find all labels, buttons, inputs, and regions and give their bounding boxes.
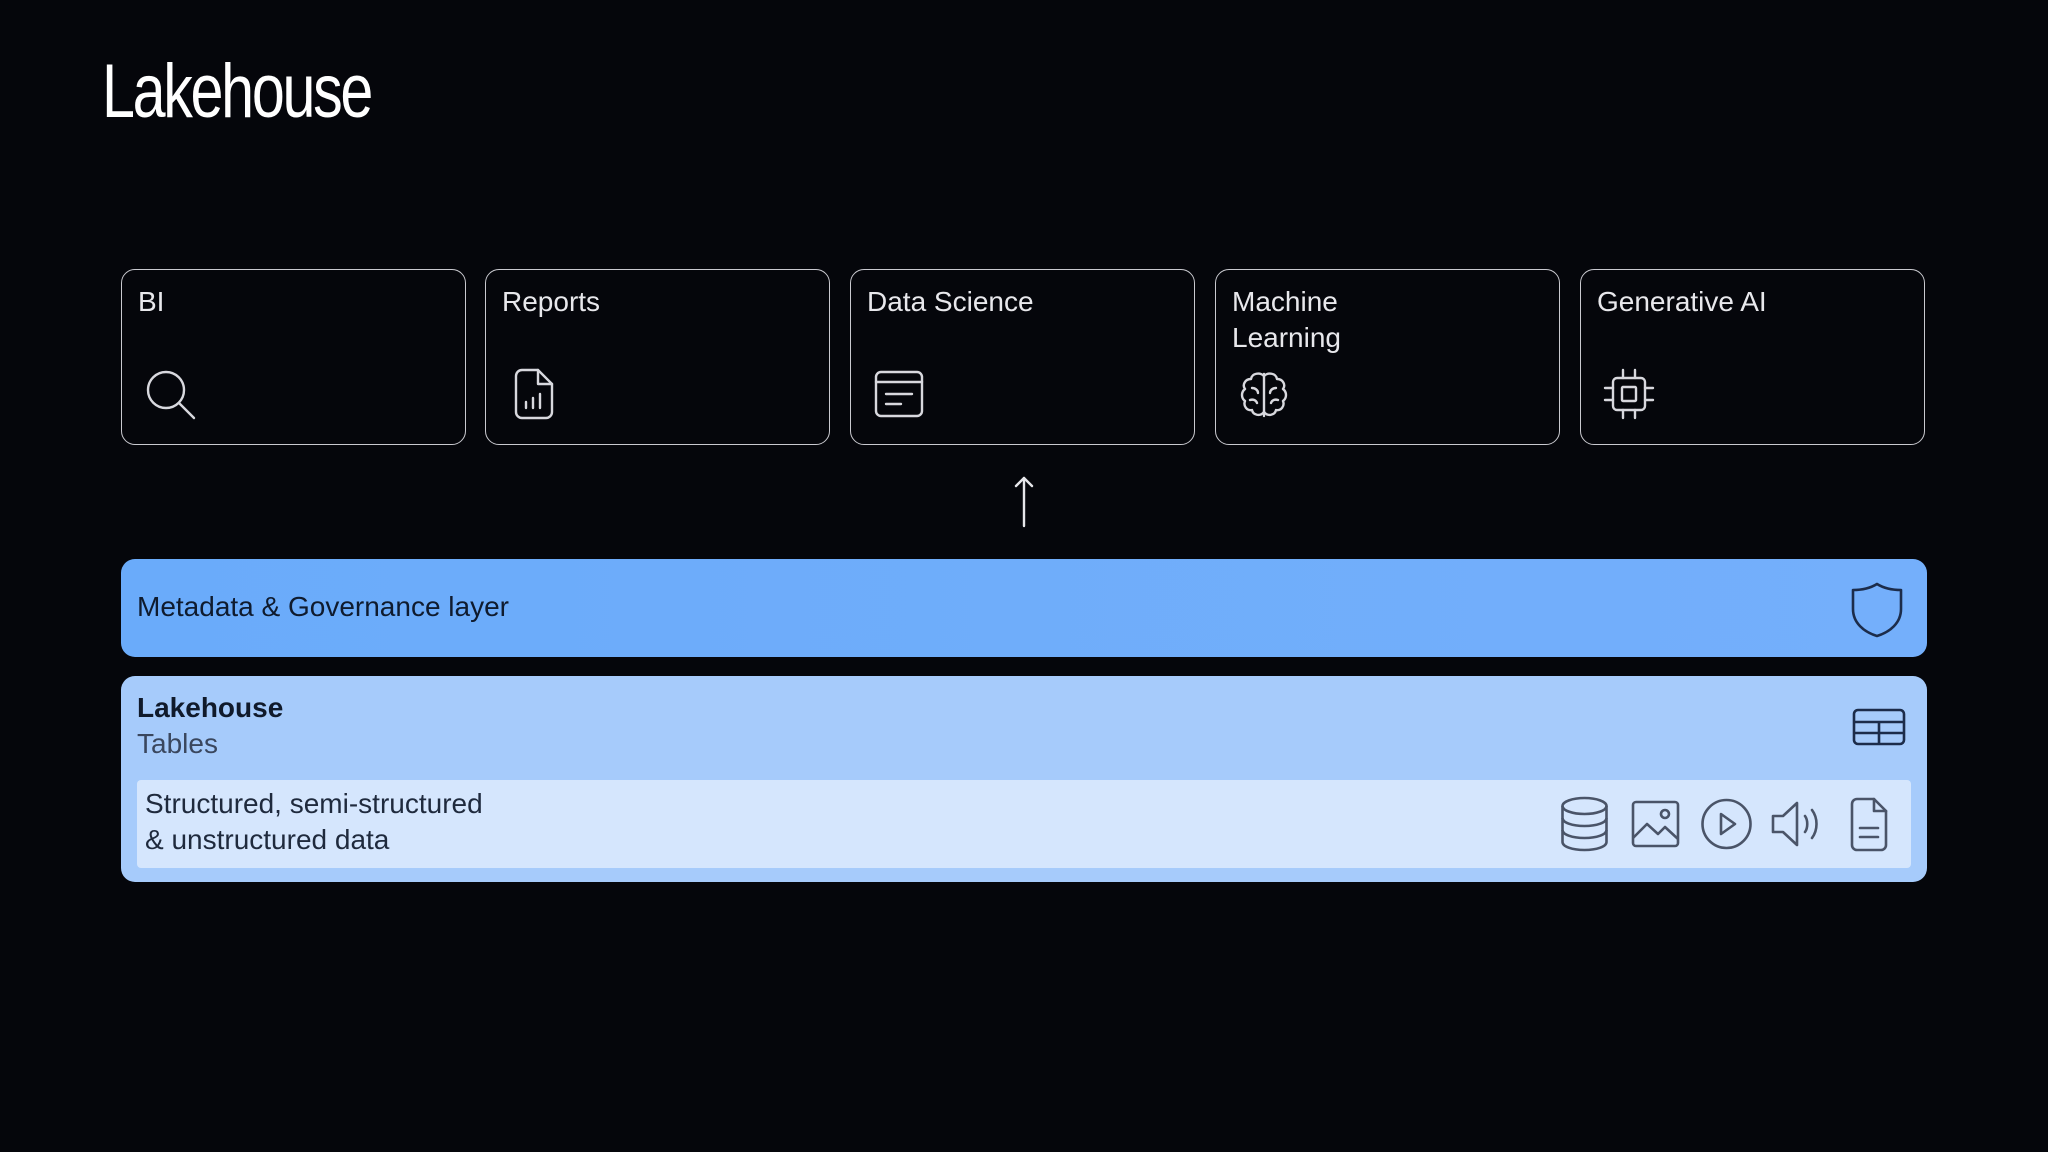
card-reports: Reports [485,269,830,445]
shield-icon [1847,579,1907,639]
card-label: BI [138,286,165,317]
table-icon [1851,700,1907,756]
audio-icon [1769,794,1826,854]
brain-icon [1236,366,1292,422]
card-data-science: Data Science [850,269,1195,445]
lakehouse-panel: Lakehouse Tables Structured, semi-struct… [121,676,1927,882]
up-arrow-icon [1008,474,1040,530]
lakehouse-subtitle: Tables [137,728,218,759]
governance-label: Metadata & Governance layer [137,591,509,622]
lakehouse-title: Lakehouse [137,692,284,723]
notebook-icon [871,366,927,422]
card-label: Reports [502,286,601,317]
card-label: Data Science [867,286,1034,317]
governance-layer: Metadata & Governance layer [121,559,1927,657]
card-label: Generative AI [1597,286,1767,317]
report-chart-icon [506,366,562,422]
video-icon [1698,794,1755,854]
chip-icon [1601,366,1657,422]
document-icon [1840,794,1897,854]
card-machine-learning: Machine Learning [1215,269,1560,445]
data-types-bar: Structured, semi-structured & unstructur… [137,780,1911,868]
data-type-icons [1556,794,1897,854]
data-types-label: Structured, semi-structured & unstructur… [145,788,483,855]
card-label: Machine Learning [1232,286,1341,353]
image-icon [1627,794,1684,854]
use-case-cards: BI Reports Data Science [121,269,1927,447]
card-generative-ai: Generative AI [1580,269,1925,445]
search-icon [142,366,198,422]
database-icon [1556,794,1613,854]
slide-title: Lakehouse [102,49,373,134]
card-bi: BI [121,269,466,445]
